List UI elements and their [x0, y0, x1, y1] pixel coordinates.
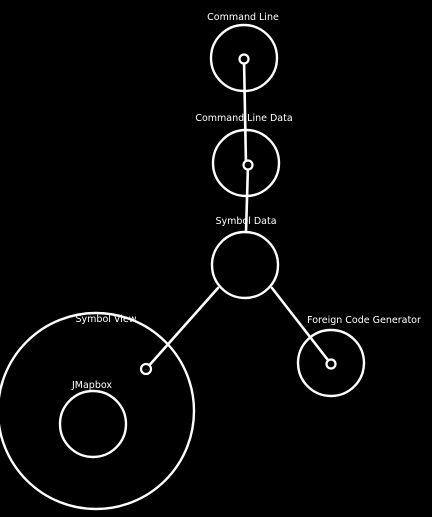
node-foreign-code-generator[interactable]: Foreign Code Generator [296, 315, 421, 398]
symbol-view-port [139, 362, 153, 376]
symbol-view-circle [0, 311, 196, 511]
node-command-line[interactable]: Command Line [207, 12, 279, 93]
jmapbox-circle [58, 389, 128, 459]
foreign-code-generator-label: Foreign Code Generator [307, 315, 421, 326]
command-line-data-port [242, 159, 254, 171]
edge-command-line-data-to-symbol-data [244, 163, 250, 234]
edge-symbol-data-to-symbol-view [144, 286, 220, 371]
command-line-label: Command Line [207, 12, 279, 23]
foreign-code-generator-port [325, 358, 337, 370]
command-line-data-label: Command Line Data [195, 113, 292, 124]
command-line-circle [209, 23, 279, 93]
symbol-view-label: Symbol View [76, 314, 137, 325]
node-command-line-data[interactable]: Command Line Data [195, 113, 293, 198]
foreign-code-generator-circle [296, 328, 366, 398]
edge-command-line-to-command-line-data [242, 57, 248, 167]
node-jmapbox[interactable]: JMapbox [58, 380, 128, 459]
edge-symbol-data-to-foreign-code-generator [270, 286, 333, 366]
command-line-data-circle [211, 128, 281, 198]
node-symbol-view[interactable]: Symbol View [0, 311, 196, 511]
symbol-data-label: Symbol Data [215, 216, 276, 227]
jmapbox-label: JMapbox [71, 380, 112, 391]
symbol-data-circle [210, 230, 280, 300]
command-line-port [238, 53, 250, 65]
node-symbol-data[interactable]: Symbol Data [210, 216, 280, 300]
